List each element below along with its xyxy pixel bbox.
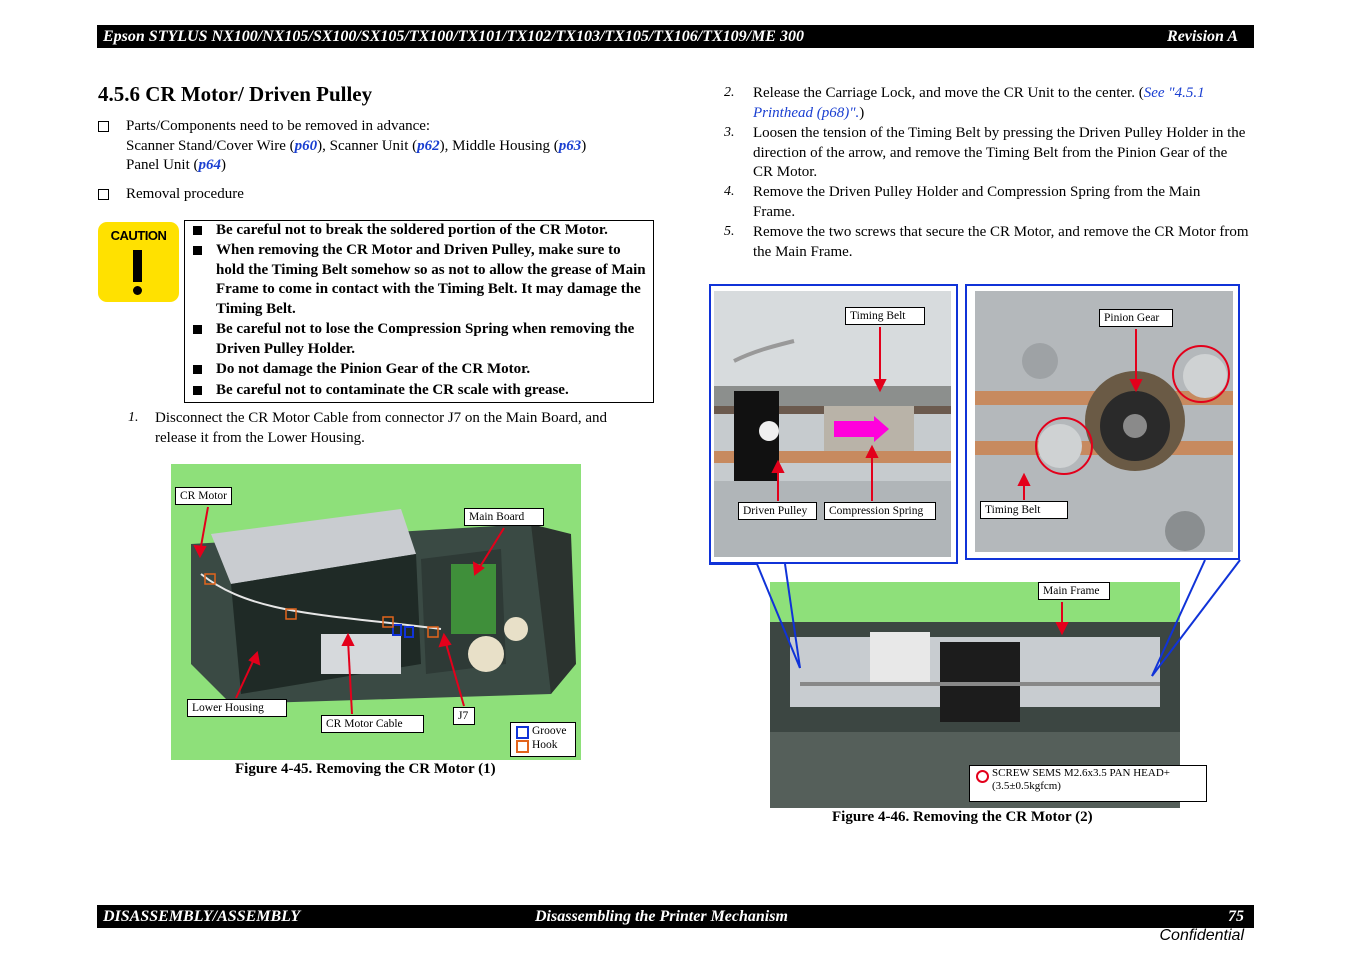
label-timing-belt: Timing Belt [845,307,925,325]
label-compression-spring: Compression Spring [824,502,936,520]
removal-label: Removal procedure [126,186,244,202]
step-number: 4. [724,184,735,199]
label-main-board: Main Board [464,508,544,526]
screw-note-box: SCREW SEMS M2.6x3.5 PAN HEAD+ (3.5±0.5kg… [969,765,1207,802]
label-main-frame: Main Frame [1038,582,1110,600]
caution-item: Be careful not to lose the Compression S… [193,320,650,359]
header-title: Epson STYLUS NX100/NX105/SX100/SX105/TX1… [103,28,804,45]
step-number: 2. [724,85,735,100]
legend-groove: Groove [532,725,567,737]
step-text: Loosen the tension of the Timing Belt by… [753,125,1246,180]
legend-hook: Hook [532,739,558,751]
label-lower-housing: Lower Housing [187,699,287,717]
caution-item: When removing the CR Motor and Driven Pu… [193,241,650,319]
prereq-line2: Scanner Stand/Cover Wire (p60), Scanner … [126,137,587,154]
figure-46-caption: Figure 4-46. Removing the CR Motor (2) [832,809,1093,825]
checkbox-icon [98,189,109,200]
prereq-line3: Panel Unit (p64) [126,157,226,173]
prereq-intro: Parts/Components need to be removed in a… [126,118,431,134]
exclamation-icon [133,250,142,282]
label-timing-belt: Timing Belt [980,501,1068,519]
caution-icon: CAUTION [98,222,179,302]
page-number: 75 [1228,908,1244,925]
hook-swatch-icon [516,740,529,753]
footer-center: Disassembling the Printer Mechanism [535,908,788,925]
caution-item: Do not damage the Pinion Gear of the CR … [193,360,650,380]
detail-frame-right [965,284,1240,560]
prereq-block: Parts/Components need to be removed in a… [126,117,646,176]
step-number: 3. [724,125,735,140]
checkbox-icon [98,121,109,132]
label-cr-motor-cable: CR Motor Cable [321,715,424,733]
legend-box: Groove Hook [510,722,576,757]
caution-item: Be careful not to contaminate the CR sca… [193,381,650,401]
step-number: 5. [724,224,735,239]
header-revision: Revision A [1167,28,1238,45]
ref-link-p60[interactable]: p60 [294,137,318,154]
footer-left: DISASSEMBLY/ASSEMBLY [103,908,301,925]
caution-box: Be careful not to break the soldered por… [184,220,654,403]
printhead-link[interactable]: See "4.5.1 Printhead (p68)". [753,85,1205,121]
figure-45-caption: Figure 4-45. Removing the CR Motor (1) [235,761,496,777]
header-bar: Epson STYLUS NX100/NX105/SX100/SX105/TX1… [97,25,1254,48]
screw-note-line2: (3.5±0.5kgfcm) [992,780,1061,792]
caution-item: Be careful not to break the soldered por… [193,221,650,241]
label-pinion-gear: Pinion Gear [1099,309,1173,327]
caution-word: CAUTION [110,228,167,243]
ref-link-p63[interactable]: p63 [558,137,582,154]
main-frame-illustration [770,622,1180,808]
confidential-label: Confidential [1159,927,1245,944]
label-cr-motor: CR Motor [175,487,232,505]
ref-link-p64[interactable]: p64 [198,157,222,173]
section-title: 4.5.6 CR Motor/ Driven Pulley [98,82,373,106]
footer-bar: DISASSEMBLY/ASSEMBLY Disassembling the P… [97,905,1254,928]
step-text: Release the Carriage Lock, and move the … [753,85,1205,121]
label-j7: J7 [453,707,475,725]
ref-link-p62[interactable]: p62 [417,137,440,154]
detail-frame-left [709,284,958,564]
label-driven-pulley: Driven Pulley [738,502,817,520]
step-text: Disconnect the CR Motor Cable from conne… [155,410,607,446]
step-number: 1. [128,410,139,425]
step-text: Remove the Driven Pulley Holder and Comp… [753,184,1201,220]
screw-circle-icon [976,770,989,783]
step-text: Remove the two screws that secure the CR… [753,224,1249,260]
screw-note-line1: SCREW SEMS M2.6x3.5 PAN HEAD+ [992,767,1170,779]
groove-swatch-icon [516,726,529,739]
